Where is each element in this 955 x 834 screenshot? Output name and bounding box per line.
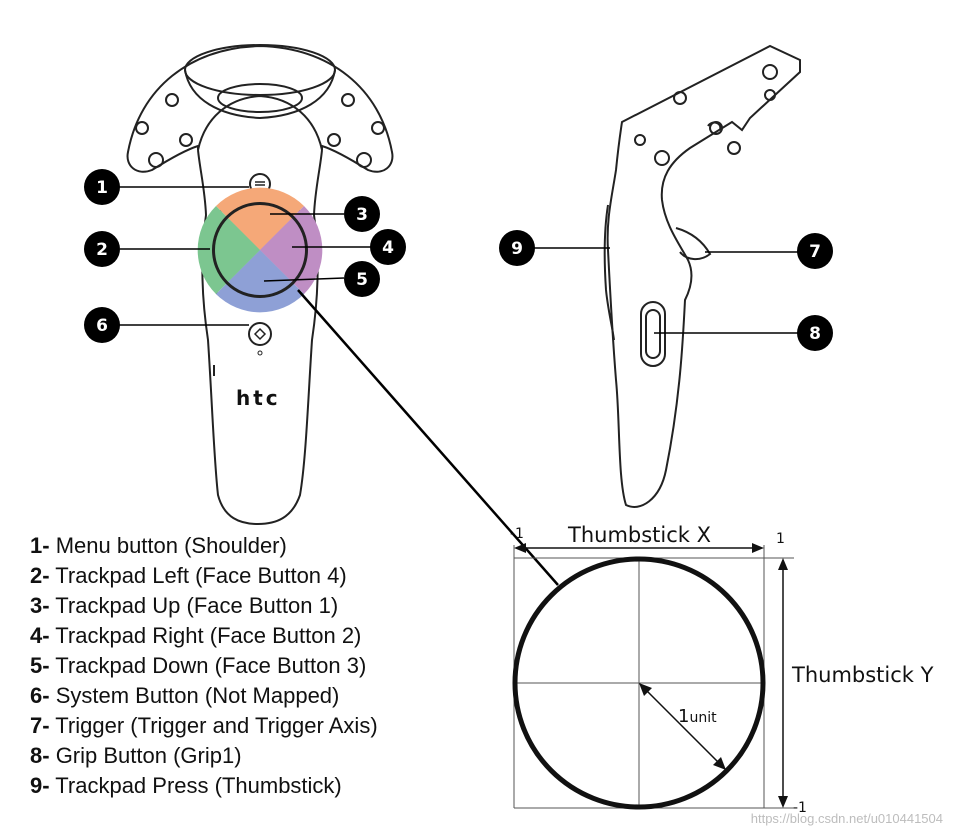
callout-badge-4: 4 [370, 229, 406, 265]
svg-text:7: 7 [809, 242, 821, 262]
side-leader-lines [530, 247, 798, 334]
legend-text: Trackpad Right (Face Button 2) [55, 623, 362, 648]
callout-badge-6: 6 [84, 307, 120, 343]
legend-number: 9- [30, 773, 50, 798]
legend-item: 6- System Button (Not Mapped) [30, 681, 378, 711]
legend-item: 3- Trackpad Up (Face Button 1) [30, 591, 378, 621]
thumbstick-circle [512, 556, 766, 810]
svg-text:3: 3 [356, 205, 368, 225]
watermark: https://blog.csdn.net/u010441504 [750, 811, 943, 826]
legend-text: Trackpad Up (Face Button 1) [55, 593, 339, 618]
legend-number: 7- [30, 713, 50, 738]
svg-text:5: 5 [356, 270, 368, 290]
callout-badge-9: 9 [499, 230, 535, 266]
thumbstick-y-label: Thumbstick Y [791, 663, 934, 687]
callout-badge-8: 8 [797, 315, 833, 351]
callout-badge-2: 2 [84, 231, 120, 267]
side-controller [603, 44, 801, 508]
svg-text:2: 2 [96, 240, 108, 260]
legend-text: Trackpad Down (Face Button 3) [55, 653, 367, 678]
legend-number: 8- [30, 743, 50, 768]
brand-logo: htc [236, 386, 281, 410]
y-min-label: -1 [793, 800, 807, 816]
legend-text: Grip Button (Grip1) [55, 743, 242, 768]
callout-badge-1: 1 [84, 169, 120, 205]
legend-item: 2- Trackpad Left (Face Button 4) [30, 561, 378, 591]
x-min-label: -1 [510, 526, 524, 542]
legend-item: 7- Trigger (Trigger and Trigger Axis) [30, 711, 378, 741]
callout-badge-3: 3 [344, 196, 380, 232]
front-leader-lines [118, 186, 372, 326]
x-max-label: 1 [776, 531, 785, 547]
legend-number: 6- [30, 683, 50, 708]
svg-text:6: 6 [96, 316, 108, 336]
legend-item: 1- Menu button (Shoulder) [30, 531, 378, 561]
legend-number: 1- [30, 533, 50, 558]
thumbstick-diagram: Thumbstick X Thumbstick Y -1 1 -1 1unit [510, 523, 934, 816]
svg-text:4: 4 [382, 238, 394, 258]
legend-item: 4- Trackpad Right (Face Button 2) [30, 621, 378, 651]
legend-text: Trackpad Left (Face Button 4) [55, 563, 347, 588]
callout-badge-5: 5 [344, 261, 380, 297]
svg-text:1: 1 [96, 178, 108, 198]
legend-item: 5- Trackpad Down (Face Button 3) [30, 651, 378, 681]
legend-number: 2- [30, 563, 50, 588]
legend-item: 9- Trackpad Press (Thumbstick) [30, 771, 378, 801]
legend-number: 4- [30, 623, 50, 648]
legend-text: Trigger (Trigger and Trigger Axis) [55, 713, 378, 738]
thumbstick-x-label: Thumbstick X [567, 523, 711, 547]
legend-text: System Button (Not Mapped) [55, 683, 340, 708]
legend-item: 8- Grip Button (Grip1) [30, 741, 378, 771]
legend-number: 5- [30, 653, 50, 678]
legend-number: 3- [30, 593, 50, 618]
legend-text: Menu button (Shoulder) [55, 533, 287, 558]
callout-badge-7: 7 [797, 233, 833, 269]
radius-label: 1unit [678, 706, 717, 727]
legend: 1- Menu button (Shoulder)2- Trackpad Lef… [30, 531, 378, 801]
trackpad-to-thumbstick-line [297, 289, 559, 586]
svg-text:9: 9 [511, 239, 523, 259]
svg-text:8: 8 [809, 324, 821, 344]
legend-text: Trackpad Press (Thumbstick) [55, 773, 342, 798]
